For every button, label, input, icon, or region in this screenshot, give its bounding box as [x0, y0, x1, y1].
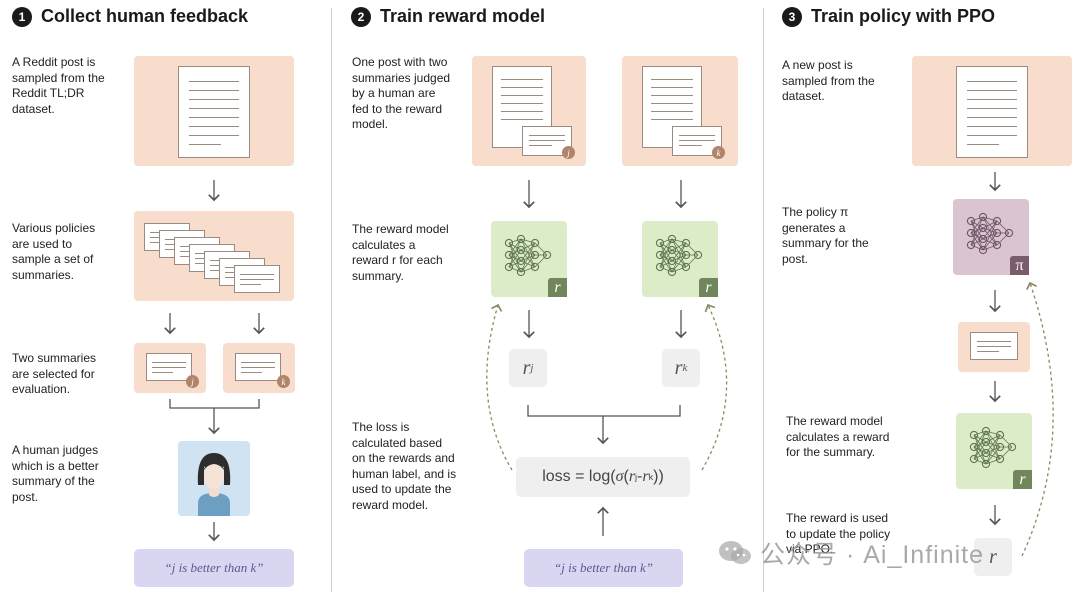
reward-badge: r — [548, 278, 567, 297]
summary-k-box: k — [223, 343, 295, 393]
reward-r-box: r — [974, 538, 1012, 576]
update-loop-arrow — [701, 303, 728, 471]
badge-j: j — [562, 146, 575, 159]
step-3-number: 3 — [782, 6, 802, 27]
step-3-label: Train policy with PPO — [811, 6, 996, 26]
reward-badge: r — [1013, 470, 1032, 489]
post-summary-j-box: j — [472, 56, 586, 166]
column-divider-1 — [331, 8, 332, 592]
col2-description-2: The reward model calculates a reward r f… — [352, 222, 449, 283]
policy-box: π — [953, 199, 1029, 275]
col1-description-3: Two summaries are selected for evaluatio… — [12, 351, 97, 396]
step-2-number: 2 — [351, 6, 371, 27]
watermark-text: 公众号 · Ai_Infinite — [760, 541, 985, 569]
judgement-label: “j is better than k” — [524, 549, 683, 587]
col3-description-1: A new post is sampled from the dataset. — [782, 58, 875, 103]
neural-network-icon — [966, 212, 1014, 255]
merge-bracket — [527, 405, 681, 417]
post-summary-k-box: k — [622, 56, 738, 166]
col3-description-2: The policy π generates a summary for the… — [782, 205, 869, 266]
reddit-post-box — [134, 56, 294, 166]
step-1-number: 1 — [12, 6, 32, 27]
wechat-icon — [719, 541, 751, 564]
step-2-title: 2 Train reward model — [351, 6, 545, 27]
col3-description-3: The reward model calculates a reward for… — [786, 414, 890, 459]
step-2-label: Train reward model — [380, 6, 546, 26]
new-post-box — [912, 56, 1072, 166]
update-loop-arrow — [1021, 281, 1054, 557]
summary-card-icon — [235, 353, 281, 381]
step-1-title: 1 Collect human feedback — [12, 6, 248, 27]
badge-k: k — [712, 146, 725, 159]
neural-network-icon — [655, 234, 703, 277]
merge-bracket — [169, 399, 260, 409]
step-3-title: 3 Train policy with PPO — [782, 6, 995, 27]
policies-summaries-box — [134, 211, 294, 301]
summary-card-icon — [970, 332, 1018, 360]
step-1-label: Collect human feedback — [41, 6, 249, 26]
neural-network-icon — [969, 426, 1017, 469]
person-icon — [197, 453, 231, 516]
pi-badge: π — [1010, 256, 1029, 275]
judgement-label: “j is better than k” — [134, 549, 294, 587]
col1-description-2: Various policies are used to sample a se… — [12, 221, 96, 282]
summary-j-box: j — [134, 343, 206, 393]
watermark: 公众号 · Ai_Infinite — [718, 535, 984, 571]
reward-model-j-box: r — [491, 221, 567, 297]
document-icon — [956, 66, 1028, 158]
col1-description-1: A Reddit post is sampled from the Reddit… — [12, 55, 105, 116]
reward-badge: r — [699, 278, 718, 297]
reward-model-box: r — [956, 413, 1032, 489]
summary-card-icon — [234, 265, 280, 293]
generated-summary-box — [958, 322, 1030, 372]
document-icon — [178, 66, 250, 158]
col2-description-3: The loss is calculated based on the rewa… — [352, 420, 457, 512]
human-judge-box — [178, 441, 250, 516]
col1-description-4: A human judges which is a better summary… — [12, 443, 99, 504]
reward-model-k-box: r — [642, 221, 718, 297]
col2-description-1: One post with two summaries judged by a … — [352, 55, 451, 131]
badge-k: k — [277, 375, 290, 388]
col3-description-4: The reward is used to update the policy … — [786, 511, 891, 556]
neural-network-icon — [504, 234, 552, 277]
summary-card-icon — [146, 353, 192, 381]
update-loop-arrow — [486, 303, 513, 471]
badge-j: j — [186, 375, 199, 388]
column-divider-2 — [763, 8, 764, 592]
